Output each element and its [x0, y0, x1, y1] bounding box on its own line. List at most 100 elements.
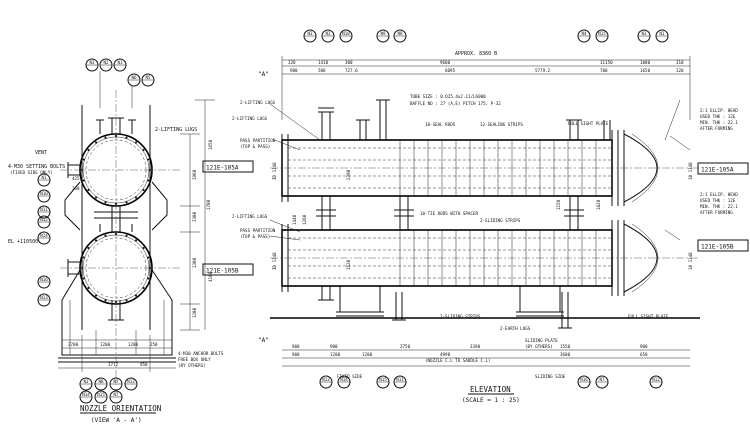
- nozzle-id: N10: [342, 31, 350, 36]
- dimension-text: 6095: [445, 68, 456, 73]
- dimension-text: 950: [140, 362, 148, 367]
- sliding-plate-label: SLIDING PLATE: [525, 338, 558, 343]
- nozzle-id: N12: [652, 377, 660, 382]
- nozzle-bubble: N1: [655, 29, 669, 43]
- nozzle-bubble: N7: [595, 375, 609, 389]
- after-forming-label: AFTER FORMING: [700, 126, 733, 131]
- used-thk-label: USED THK : 12E: [700, 114, 736, 119]
- view-mark-bottom: "A": [258, 337, 269, 344]
- dimension-text: 10 1148: [688, 162, 693, 180]
- min-thk-label-2: MIN. THK : 22.1: [700, 204, 738, 209]
- nozzle-id: N3: [83, 379, 89, 384]
- pass-partition-top-2: (TOP & PASS): [240, 144, 270, 149]
- elevation-mark: EL +110500: [8, 239, 38, 245]
- nozzle-bubble: N11: [37, 205, 51, 219]
- overall-dimension: APPROX. 8360 B: [455, 51, 497, 57]
- sliding-side-label: SLIDING SIDE: [535, 374, 566, 379]
- nozzle-bubble: N1: [37, 173, 51, 187]
- dimension-text: 900: [330, 344, 338, 349]
- nozzle-bubble: N16: [37, 275, 51, 289]
- nozzle-id: N14: [40, 233, 48, 238]
- dimension-text: 425: [72, 176, 80, 181]
- dimension-text: 1150: [556, 199, 561, 210]
- nozzle-bubble: N13: [319, 375, 333, 389]
- dimension-text: 2390: [346, 169, 351, 180]
- dimension-text: 1700: [206, 199, 211, 210]
- dimension-text: 350: [72, 186, 80, 191]
- sealing-strips-label: 12-SEALING STRIPS: [480, 122, 523, 127]
- nozzle-id: N6: [131, 75, 137, 80]
- after-forming-label-2: AFTER FORMING: [700, 210, 733, 215]
- tag-shell-a: 121E-105A: [206, 165, 239, 172]
- elevation-view: 121E-105A 121E-105B APPROX. 8360 B TUBE …: [232, 29, 749, 404]
- nozzle-bubble: N15: [376, 375, 390, 389]
- dimension-text: 4100: [208, 271, 213, 282]
- anchor-note-2: FREE BOX ONLY: [178, 357, 211, 362]
- dimension-text: 310: [676, 60, 684, 65]
- nozzle-id: N7: [113, 379, 119, 384]
- nozzle-bubble: N1: [113, 58, 127, 72]
- setting-note-2: (FIXED SIDE ONLY): [10, 170, 53, 175]
- nozzle-id: N15: [379, 377, 387, 382]
- nozzle-id: N2: [103, 60, 109, 65]
- nozzle-id: N1: [659, 31, 665, 36]
- tag-box-a: [202, 160, 254, 173]
- view-subtitle: (VIEW 'A - A'): [91, 417, 142, 424]
- anchor-note: 4-M30 ANCHOR BOLTS: [178, 351, 224, 356]
- nozzle-bubble: N14: [37, 231, 51, 245]
- dimension-text: 320: [676, 68, 684, 73]
- nozzle-id: N14: [340, 377, 348, 382]
- nozzle-id: N13: [40, 295, 48, 300]
- pass-partition-bot-2: (TOP & PASS): [240, 234, 270, 239]
- elev-tag-box-a: [697, 162, 749, 175]
- dimension-text: 1200: [100, 342, 111, 347]
- dimension-text: 11150: [600, 60, 613, 65]
- lifting-lugs-mid: 2-LIFTING LUGS: [232, 214, 268, 219]
- dimension-text: 1440: [292, 214, 297, 225]
- full-sight-label-2: FULL SIGHT PLATE: [628, 314, 669, 319]
- nozzle-bubble: N7: [109, 377, 123, 391]
- nozzle-bubble: N13: [124, 377, 138, 391]
- dimension-text: 1712: [108, 362, 119, 367]
- dimension-text: 1550: [560, 344, 571, 349]
- tag-box-b: [202, 263, 254, 276]
- nozzle-id: N9: [380, 31, 386, 36]
- nozzle-id: N4: [581, 31, 587, 36]
- nozzle-bubble: N12: [37, 215, 51, 229]
- dimension-text: 1300: [192, 257, 197, 268]
- nozzle-bubble: N7: [109, 390, 123, 404]
- dimension-text: 10 1148: [688, 252, 693, 270]
- nozzle-bubble: N12: [649, 375, 663, 389]
- nozzle-bubble: N3: [321, 29, 335, 43]
- dimension-text: 1300: [192, 211, 197, 222]
- pass-partition-top: PASS PARTITION: [240, 138, 276, 143]
- dimension-text: 1820: [596, 199, 601, 210]
- dimension-text: 900: [292, 352, 300, 357]
- ellip-head-label: 2:1 ELLIP. HEAD: [700, 108, 738, 113]
- nozzle-bubble: N16: [577, 375, 591, 389]
- pass-partition-bot: PASS PARTITION: [240, 228, 276, 233]
- min-thk-label: MIN. THK : 22.1: [700, 120, 738, 125]
- nozzle-id: N8: [397, 31, 403, 36]
- elev-tag-shell-b: 121E-105B: [701, 244, 734, 251]
- lifting-lugs-top-2: 2-LIFTING LUGS: [232, 116, 268, 121]
- nozzle-bubble: N10: [37, 189, 51, 203]
- nozzle-id: N1: [117, 60, 123, 65]
- dimension-text: 1260: [302, 214, 307, 225]
- earth-lugs-label: 2-EARTH LUGS: [500, 326, 531, 331]
- used-thk-label-2: USED THK : 12E: [700, 198, 736, 203]
- anchor-note-3: (BY OTHERS): [178, 363, 206, 368]
- dimension-text: 3600: [560, 352, 571, 357]
- nozzle-bubble: N14: [79, 390, 93, 404]
- nozzle-id: N3: [641, 31, 647, 36]
- nozzle-id: N14: [82, 392, 90, 397]
- nozzle-id: N12: [40, 217, 48, 222]
- dimension-text: 1080: [640, 60, 651, 65]
- ellip-head-label-2: 2:1 ELLIP. HEAD: [700, 192, 738, 197]
- nozzle-id: N3: [307, 31, 313, 36]
- dimension-text: 650: [640, 352, 648, 357]
